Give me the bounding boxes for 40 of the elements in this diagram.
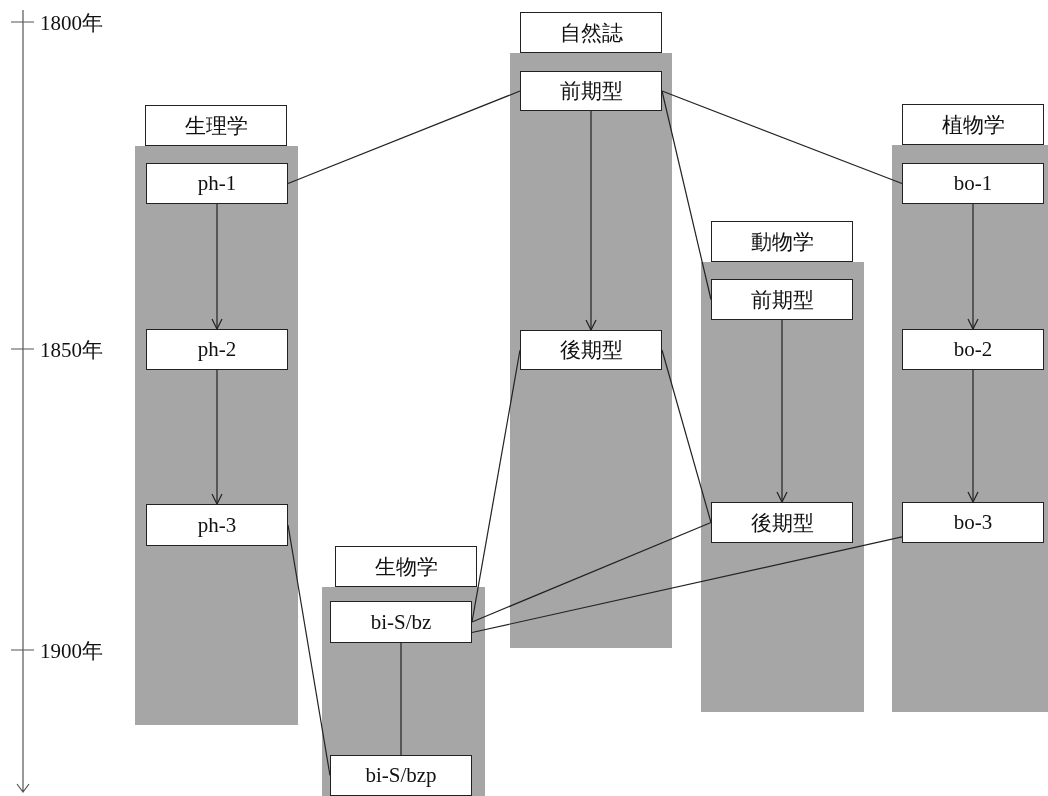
column-band <box>322 587 485 796</box>
column-heading: 植物学 <box>902 104 1044 145</box>
column-band <box>892 145 1048 712</box>
year-label: 1850年 <box>40 337 103 364</box>
stage-box: ph-3 <box>146 504 288 546</box>
column-heading: 生理学 <box>145 105 287 146</box>
stage-box: 後期型 <box>711 502 853 543</box>
stage-box: bo-1 <box>902 163 1044 204</box>
connector-line <box>661 349 712 524</box>
stage-box: ph-2 <box>146 329 288 370</box>
stage-box: 後期型 <box>520 330 662 370</box>
stage-box: 前期型 <box>711 279 853 320</box>
connector-line <box>287 524 331 777</box>
arrow <box>211 203 223 330</box>
stage-box: ph-1 <box>146 163 288 204</box>
stage-box: bi-S/bz <box>330 601 472 643</box>
connector-line <box>287 90 521 185</box>
column-heading: 自然誌 <box>520 12 662 53</box>
stage-box: bi-S/bzp <box>330 755 472 796</box>
connector-line <box>471 536 903 634</box>
stage-box: bo-2 <box>902 329 1044 370</box>
year-label: 1800年 <box>40 10 103 37</box>
connector-line <box>661 90 903 185</box>
arrow <box>211 369 223 505</box>
column-band <box>135 146 298 725</box>
arrow <box>585 110 597 331</box>
stage-box: 前期型 <box>520 71 662 111</box>
column-heading: 動物学 <box>711 221 853 262</box>
arrow <box>967 203 979 330</box>
connector-line <box>400 642 402 756</box>
column-band <box>510 53 672 648</box>
column-band <box>701 262 864 712</box>
column-heading: 生物学 <box>335 546 477 587</box>
connector-line <box>471 521 712 623</box>
connector-line <box>661 90 712 301</box>
year-label: 1900年 <box>40 638 103 665</box>
arrow <box>776 319 788 503</box>
stage-box: bo-3 <box>902 502 1044 543</box>
arrow <box>967 369 979 503</box>
connector-line <box>471 349 521 623</box>
